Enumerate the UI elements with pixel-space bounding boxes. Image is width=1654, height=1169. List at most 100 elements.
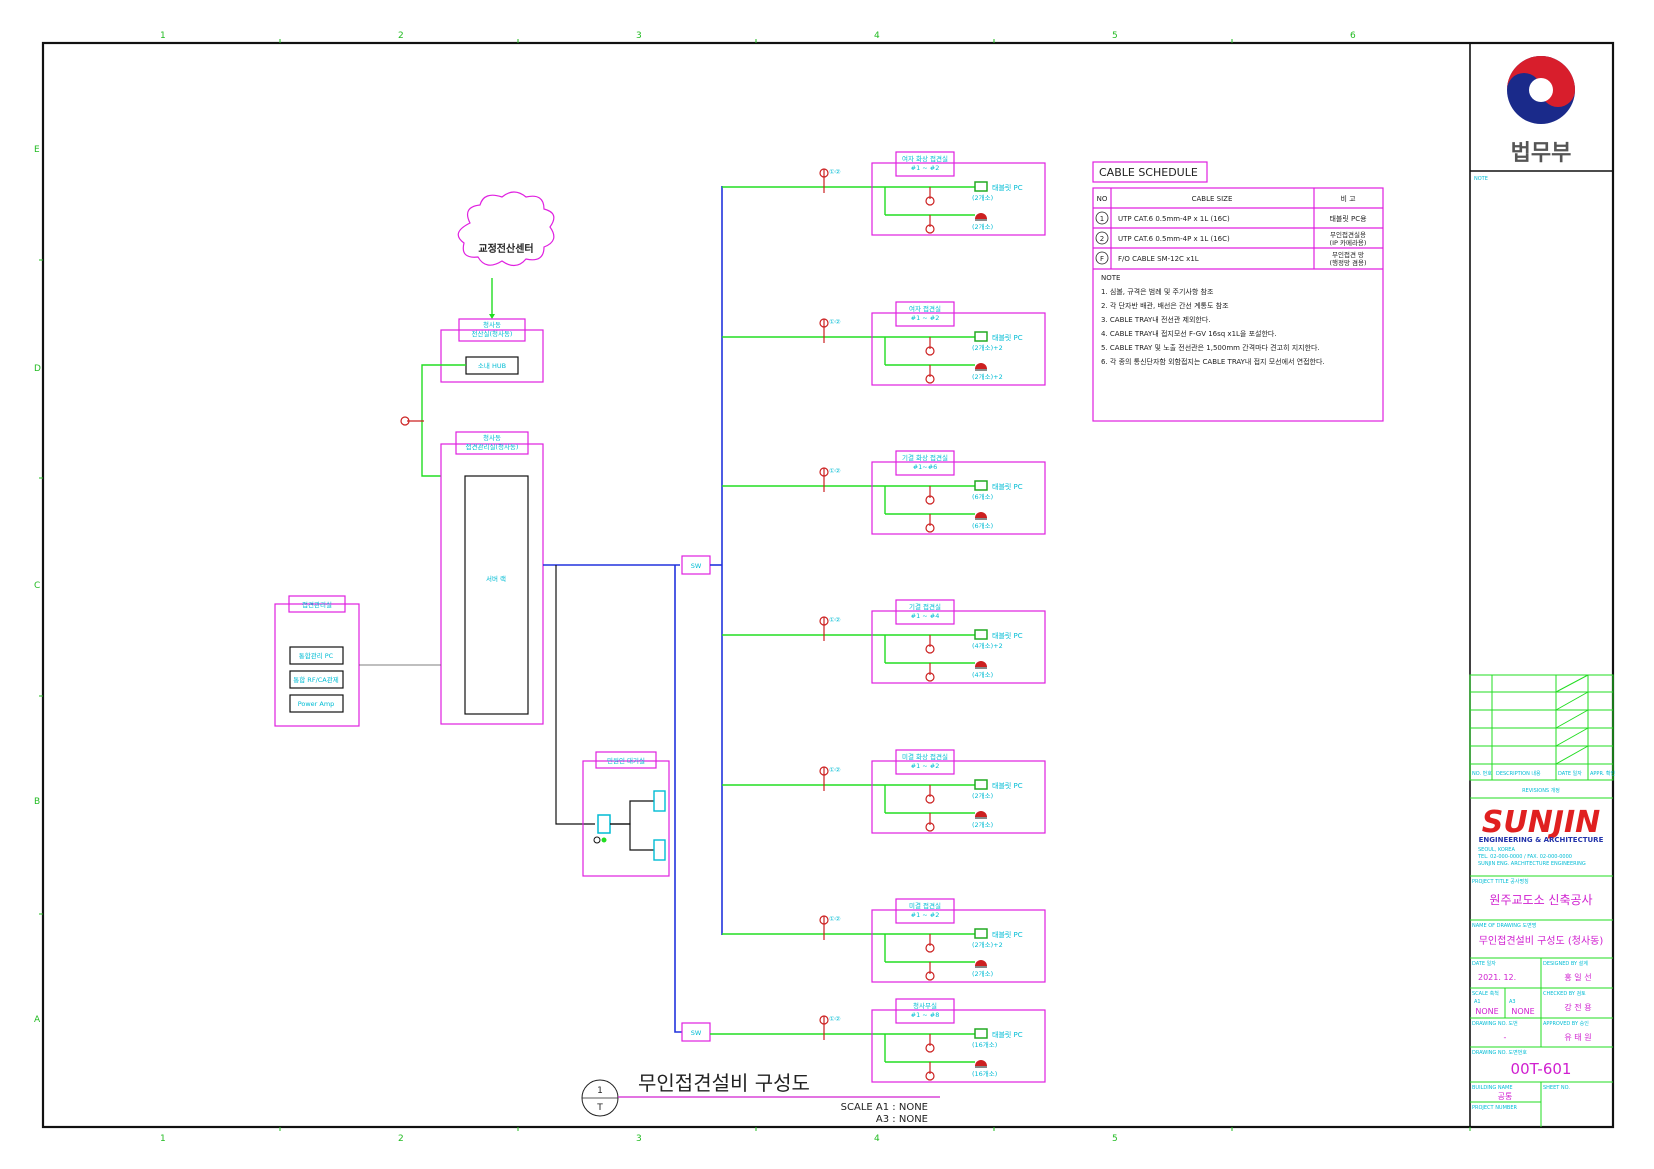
- cable-tag-label: ①②: [829, 168, 841, 176]
- tablet-icon: [974, 1028, 988, 1039]
- fiber-tag-icon: [400, 416, 410, 426]
- col-label: 3: [636, 1134, 642, 1144]
- drawing-name-label: NAME OF DRAWING 도면명: [1472, 922, 1536, 929]
- border-ticks: [39, 39, 1471, 1131]
- outlet-icon: [925, 971, 935, 981]
- cs-row-no: 2: [1100, 235, 1104, 243]
- device-label: 태블릿 PC: [992, 482, 1023, 491]
- title-block: 법무부 NOTE NO. 번호 DESCRIPTION 내용 DATE 일자 A…: [1469, 43, 1616, 1127]
- cable-schedule-box: [1092, 187, 1384, 422]
- sheet-label: SHEET NO.: [1543, 1085, 1570, 1091]
- cs-row-no: F: [1100, 255, 1104, 263]
- camera-icon: [975, 811, 987, 817]
- info-table: [1470, 875, 1613, 1127]
- date-value: 2021. 12.: [1478, 973, 1516, 982]
- device-qty: (2개소)+2: [972, 940, 1003, 949]
- scale-a3-value: NONE: [1511, 1007, 1534, 1016]
- sheet-border: [41, 41, 1615, 1129]
- guard-room-box: [582, 760, 670, 877]
- cable-schedule-title-box: [1092, 161, 1208, 183]
- cable-no-icon: [1095, 251, 1109, 265]
- tablet-icon: [974, 779, 988, 790]
- outlet-icon: [925, 1043, 935, 1053]
- cs-header-note: 비 고: [1340, 194, 1356, 203]
- cable-schedule: CABLE SCHEDULE NO CABLE SIZE 비 고 1 UTP C…: [1092, 161, 1384, 422]
- col-label: 1: [160, 31, 166, 41]
- drawing-no-label: DRAWING NO. 도면번호: [1472, 1049, 1527, 1056]
- company-logo: SUNJIN: [1482, 805, 1601, 840]
- cloud-icon: [457, 191, 555, 267]
- admin-room-title: 청사동: [483, 320, 501, 329]
- tablet-icon: [974, 331, 988, 342]
- building-label: BUILDING NAME: [1472, 1085, 1513, 1091]
- device-icon: [653, 839, 666, 861]
- camera-icon: [975, 512, 987, 518]
- server-room-title: 청사동: [483, 433, 501, 442]
- room-name: 미결 화상 접견실: [902, 752, 948, 761]
- cs-note: 1. 심볼, 규격은 범례 및 주기사항 참조: [1101, 287, 1214, 296]
- control-item-box: [289, 670, 344, 689]
- outlet-icon: [925, 224, 935, 234]
- status-led-icon: [601, 837, 607, 843]
- cs-header-size: CABLE SIZE: [1192, 195, 1233, 203]
- cs-row-size: UTP CAT.6 0.5mm-4P x 1L (16C): [1118, 235, 1230, 243]
- cs-row-note: 태블릿 PC용: [1329, 214, 1367, 223]
- admin-room-subtitle: 전산실(청사동): [472, 329, 513, 338]
- a1-label: A1: [1474, 999, 1481, 1005]
- col-label: 2: [398, 1134, 404, 1144]
- company-sub: ENGINEERING & ARCHITECTURE: [1479, 836, 1604, 844]
- cable-tag-label: ①②: [829, 766, 841, 774]
- room-name: 여자 화상 접견실: [902, 154, 948, 163]
- room-name: 미결 접견실: [909, 901, 941, 910]
- camera-icon: [975, 363, 987, 369]
- room-range: #1 ~ #2: [911, 314, 940, 322]
- control-item-label: 통합관리 PC: [299, 651, 334, 660]
- cable-tag-icon: [819, 318, 829, 328]
- scale-label: SCALE 축척: [1472, 990, 1499, 997]
- outlet-icon: [925, 495, 935, 505]
- control-item-label: 통합 RF/CA관제: [293, 675, 338, 684]
- camera-icon: [975, 960, 987, 966]
- control-item-label: Power Amp: [298, 700, 335, 708]
- device-qty: (2개소): [972, 193, 993, 202]
- guard-room-tag: [595, 751, 657, 769]
- drawing-name: 무인접견설비 구성도 (청사동): [1479, 935, 1604, 947]
- server-room-tag: [455, 431, 529, 455]
- cable-tag-label: ①②: [829, 318, 841, 326]
- designed-label: DESIGNED BY 설계: [1543, 960, 1588, 967]
- device-icon: [653, 790, 666, 812]
- device-label: 태블릿 PC: [992, 183, 1023, 192]
- company-info: TEL. 02-000-0000 / FAX. 02-000-0000: [1477, 854, 1572, 860]
- outlet-icon: [925, 794, 935, 804]
- rev-header: DESCRIPTION 내용: [1496, 770, 1541, 777]
- title-num-bottom: T: [596, 1103, 603, 1113]
- room-box: [871, 312, 1046, 386]
- col-label: 2: [398, 31, 404, 41]
- designed-value: 홍 일 선: [1564, 972, 1591, 982]
- cs-row-note: 무인접견실용(IP 카메라용): [1330, 230, 1367, 247]
- guard-link-lower: [610, 823, 654, 851]
- camera-qty: (2개소)+2: [972, 372, 1003, 381]
- drawn-value: -: [1504, 1033, 1507, 1042]
- device-label: 태블릿 PC: [992, 631, 1023, 640]
- col-label: 3: [636, 31, 642, 41]
- checked-label: CHECKED BY 검토: [1543, 990, 1586, 997]
- drawing-scale-a1: SCALE A1 : NONE: [841, 1102, 928, 1113]
- server-rack: [464, 475, 529, 715]
- device-qty: (16개소): [972, 1040, 997, 1049]
- room-box: [871, 760, 1046, 834]
- rev-header: DATE 일자: [1558, 770, 1582, 777]
- cable-no-icon: [1095, 211, 1109, 225]
- room-box: [871, 610, 1046, 684]
- cable-tag-label: ①②: [829, 915, 841, 923]
- project-number-label: PROJECT NUMBER: [1472, 1105, 1517, 1111]
- tablet-icon: [974, 928, 988, 939]
- room-range: #1 ~ #2: [911, 911, 940, 919]
- switch-bottom: [681, 1022, 711, 1042]
- col-label: 4: [874, 31, 880, 41]
- room-name: 기결 접견실: [909, 602, 941, 611]
- cable-schedule-title: CABLE SCHEDULE: [1099, 166, 1198, 179]
